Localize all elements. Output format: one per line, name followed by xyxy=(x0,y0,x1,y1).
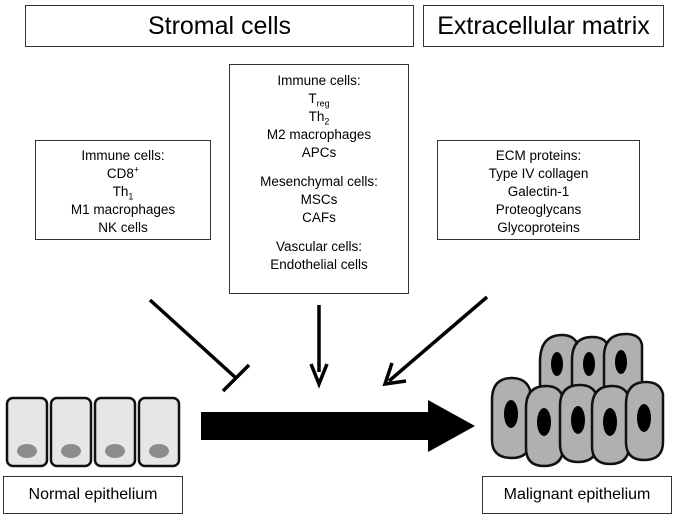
th2-item: Th2 xyxy=(308,109,330,127)
malignant-nucleus xyxy=(571,406,585,434)
normal-cell xyxy=(93,396,137,468)
immune-cells-heading: Immune cells: xyxy=(277,73,361,88)
malignant-epithelium-label: Malignant epithelium xyxy=(482,476,672,514)
malignant-epithelium-cells xyxy=(490,332,665,468)
transformation-arrow xyxy=(201,400,475,452)
th1-item: Th1 xyxy=(112,184,134,202)
malignant-nucleus xyxy=(551,352,563,376)
m1-macrophages-item: M1 macrophages xyxy=(70,202,176,217)
extracellular-matrix-header: Extracellular matrix xyxy=(423,5,664,47)
mscs-item: MSCs xyxy=(300,192,338,207)
malignant-nucleus xyxy=(583,352,595,376)
glycoproteins-item: Glycoproteins xyxy=(497,220,580,235)
treg-item: Treg xyxy=(308,91,330,109)
malignant-nucleus xyxy=(615,350,627,374)
cd8-item: CD8+ xyxy=(106,164,140,181)
promotion-arrow-center xyxy=(309,305,329,389)
antitumor-immune-cells-box: Immune cells: CD8+ Th1 M1 macrophages NK… xyxy=(35,140,211,240)
apcs-item: APCs xyxy=(301,145,337,160)
nk-cells-item: NK cells xyxy=(98,220,148,235)
proteoglycans-item: Proteoglycans xyxy=(495,202,582,217)
ecm-proteins-box: ECM proteins: Type IV collagen Galectin-… xyxy=(437,140,640,240)
m2-macrophages-item: M2 macrophages xyxy=(266,127,372,142)
normal-epithelium-cells xyxy=(5,396,181,468)
cafs-item: CAFs xyxy=(302,210,336,225)
malignant-nucleus xyxy=(504,400,518,428)
mesenchymal-cells-heading: Mesenchymal cells: xyxy=(260,174,378,189)
type-iv-collagen-item: Type IV collagen xyxy=(488,166,589,181)
normal-epithelium-label: Normal epithelium xyxy=(3,476,183,514)
normal-nucleus xyxy=(149,444,169,458)
normal-nucleus xyxy=(61,444,81,458)
stromal-cells-header: Stromal cells xyxy=(25,5,414,47)
normal-cell xyxy=(137,396,181,468)
malignant-nucleus xyxy=(537,408,551,436)
endothelial-cells-item: Endothelial cells xyxy=(270,257,368,272)
protumor-stromal-cells-box: Immune cells: Treg Th2 M2 macrophages AP… xyxy=(229,64,409,294)
extracellular-matrix-title: Extracellular matrix xyxy=(437,11,650,40)
immune-cells-heading: Immune cells: xyxy=(81,148,165,163)
promotion-arrow-ecm xyxy=(382,295,489,387)
stromal-cells-title: Stromal cells xyxy=(147,11,292,40)
inhibition-arrow xyxy=(148,298,251,393)
malignant-nucleus xyxy=(603,408,617,436)
normal-nucleus xyxy=(17,444,37,458)
vascular-cells-heading: Vascular cells: xyxy=(275,239,363,254)
ecm-proteins-heading: ECM proteins: xyxy=(495,148,582,163)
normal-nucleus xyxy=(105,444,125,458)
malignant-nucleus xyxy=(637,404,651,432)
normal-cell xyxy=(49,396,93,468)
normal-cell xyxy=(5,396,49,468)
galectin-1-item: Galectin-1 xyxy=(507,184,570,199)
